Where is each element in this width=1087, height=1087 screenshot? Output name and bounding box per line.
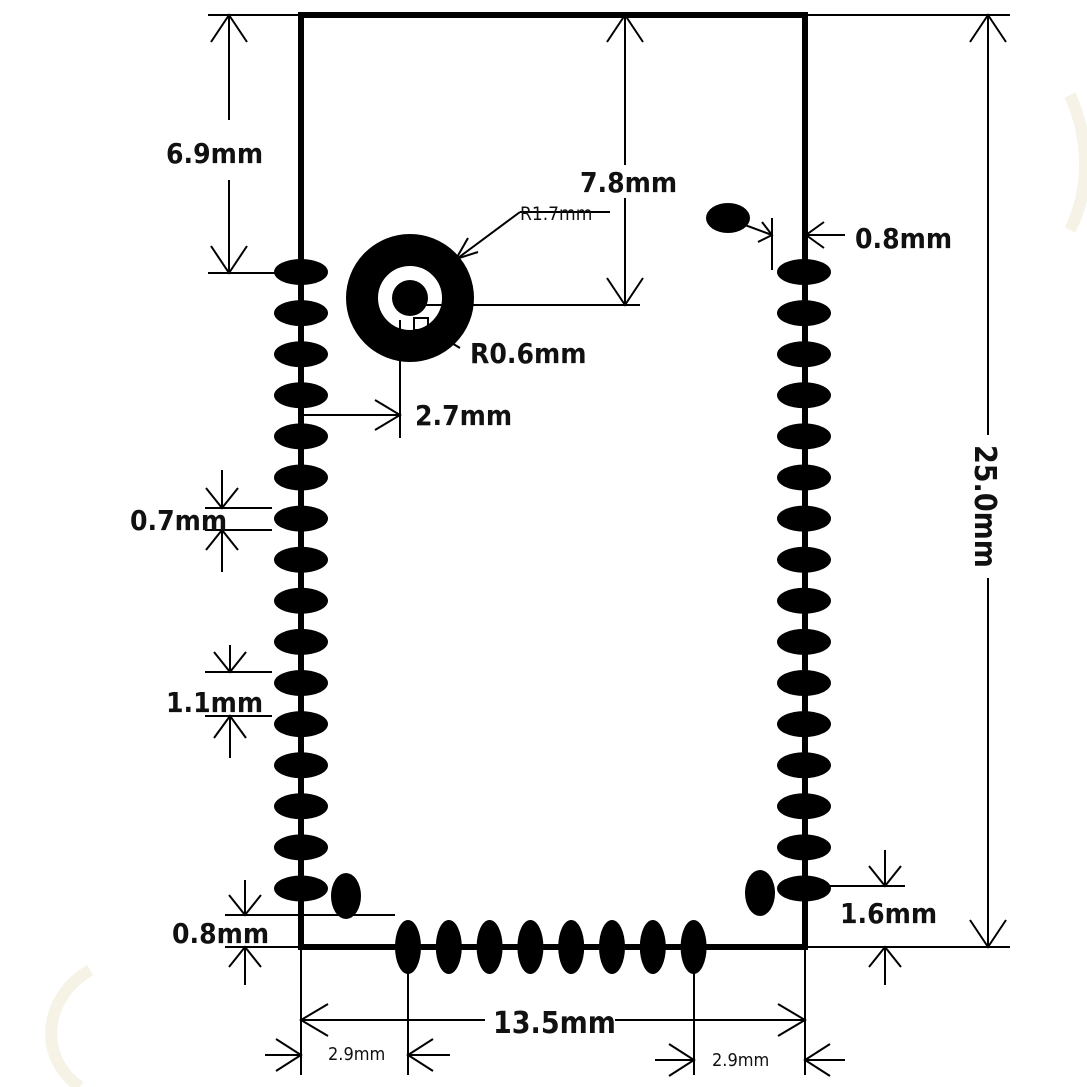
right-pad: [777, 793, 831, 820]
label-0-8mm-left: 0.8mm: [172, 917, 269, 950]
right-pad: [777, 834, 831, 861]
left-pad: [274, 341, 328, 368]
left-pad: [274, 423, 328, 450]
left-pad: [274, 834, 328, 861]
right-pad: [777, 752, 831, 779]
watermark-decoration: [45, 92, 1087, 1087]
left-pad: [274, 628, 328, 655]
label-7-8mm: 7.8mm: [580, 166, 677, 199]
left-pad: [274, 670, 328, 696]
right-pad: [777, 670, 831, 696]
bottom-pad: [599, 920, 625, 974]
label-r0-6mm: R0.6mm: [470, 337, 587, 370]
right-pad: [777, 300, 831, 327]
left-pad: [274, 587, 328, 614]
left-pad: [274, 259, 328, 285]
bottom-pad: [476, 920, 503, 974]
right-pad: [777, 382, 831, 409]
leader-r0-6mm: [429, 329, 461, 349]
corner-pad-bottom-right: [745, 870, 775, 916]
module-outline: [298, 12, 808, 950]
dimension-2-9mm-left: [265, 950, 450, 1075]
label-0-7mm: 0.7mm: [130, 504, 227, 537]
bottom-pad-row: [395, 920, 707, 974]
label-2-7mm: 2.7mm: [415, 399, 512, 432]
left-pad: [274, 752, 328, 779]
right-pad: [777, 423, 831, 450]
right-pad: [777, 505, 831, 532]
antenna-hole: [346, 234, 474, 362]
dimension-0-8mm-right: [744, 218, 845, 270]
label-r1-7mm: R1.7mm: [520, 203, 592, 225]
left-pad: [274, 300, 328, 327]
left-pad: [274, 464, 328, 491]
label-0-8mm-right: 0.8mm: [855, 222, 952, 255]
dimension-7-8mm: [410, 13, 644, 307]
bottom-pad: [517, 920, 544, 974]
dimension-0-8mm-left: [225, 880, 395, 985]
bottom-pad: [639, 920, 666, 974]
dimension-r1-7mm: [453, 211, 610, 261]
left-pad: [274, 382, 328, 409]
left-pad: [274, 711, 328, 738]
label-25-0mm: 25.0mm: [967, 445, 1002, 568]
right-pad: [777, 341, 831, 368]
right-pad: [777, 711, 831, 738]
left-pad: [274, 875, 328, 902]
right-pad: [777, 587, 831, 614]
dimension-0-7mm: [205, 470, 272, 572]
dimension-2-9mm-right: [655, 950, 845, 1077]
right-pad: [777, 546, 831, 573]
dimension-1-6mm: [830, 850, 905, 985]
dimension-2-7mm: [301, 320, 402, 438]
label-2-9mm-right: 2.9mm: [712, 1050, 769, 1071]
left-pad: [274, 546, 328, 573]
left-pad: [274, 793, 328, 820]
bottom-pad: [558, 920, 585, 974]
label-2-9mm-left: 2.9mm: [328, 1044, 385, 1065]
dimension-1-1mm: [205, 645, 272, 758]
bottom-pad: [395, 920, 421, 974]
label-13-5mm: 13.5mm: [493, 1006, 616, 1041]
label-1-6mm: 1.6mm: [840, 897, 937, 930]
dimension-6-9mm: [208, 13, 300, 275]
left-pad: [274, 505, 328, 532]
label-6-9mm: 6.9mm: [166, 137, 263, 170]
right-pad: [777, 464, 831, 491]
label-1-1mm: 1.1mm: [166, 686, 263, 719]
bottom-pad: [680, 920, 707, 974]
right-pad: [777, 628, 831, 655]
left-pad-row: [274, 259, 328, 902]
corner-pad-top-right: [706, 203, 750, 233]
right-pad-row: [777, 259, 831, 902]
corner-pad-bottom-left: [331, 873, 361, 919]
dimension-25-0mm: [806, 13, 1010, 949]
bottom-pad: [435, 920, 462, 974]
right-pad: [777, 875, 831, 902]
right-pad: [777, 259, 831, 285]
